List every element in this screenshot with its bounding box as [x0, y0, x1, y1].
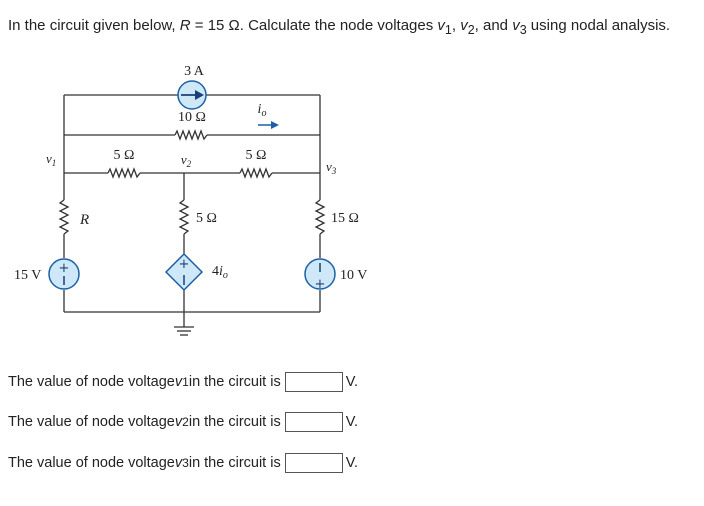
- q2-post: in the circuit is: [188, 414, 281, 430]
- q3-sub: 3: [182, 456, 189, 470]
- label-io: io: [258, 102, 267, 119]
- q1-unit: V.: [345, 374, 359, 390]
- q2-var: v: [174, 414, 183, 430]
- prompt-v1: v: [437, 17, 445, 34]
- label-r: R: [79, 212, 89, 228]
- svg-text:+: +: [315, 277, 326, 292]
- label-io-var: i: [258, 102, 262, 117]
- label-node2-sub: 2: [187, 159, 192, 169]
- label-10v: 10 V: [340, 268, 367, 283]
- voltage-source-10v-icon: +: [304, 258, 336, 292]
- label-dep-src: 4io: [212, 264, 228, 281]
- q2-pre: The value of node voltage: [8, 414, 175, 430]
- prompt-v2-sub: 2: [467, 23, 475, 37]
- label-15v: 15 V: [14, 268, 41, 283]
- label-node3-sub: 3: [331, 166, 337, 176]
- label-node1: v1: [46, 151, 56, 168]
- label-r-top: 10 Ω: [178, 110, 206, 125]
- q2-sub: 2: [182, 415, 189, 429]
- label-dep-src-coef: 4: [212, 264, 219, 279]
- q1-pre: The value of node voltage: [8, 374, 175, 390]
- q3-var: v: [174, 455, 183, 471]
- label-dep-src-sub: o: [223, 270, 228, 281]
- prompt-sep1: ,: [451, 17, 461, 34]
- answer-input-v3[interactable]: [284, 453, 343, 473]
- label-dep-src-var: i: [219, 264, 223, 279]
- q1-post: in the circuit is: [188, 374, 281, 390]
- label-node3: v3: [326, 159, 337, 176]
- svg-text:+: +: [179, 257, 190, 272]
- label-io-sub: o: [261, 108, 266, 119]
- io-arrow-icon: [258, 121, 279, 129]
- prompt-suffix: using nodal analysis.: [526, 17, 671, 34]
- q3-pre: The value of node voltage: [8, 455, 175, 471]
- prompt-r-symbol: R: [179, 17, 191, 34]
- prompt-v3-sub: 3: [519, 23, 527, 37]
- prompt-v1-sub: 1: [444, 23, 452, 37]
- prompt-v3: v: [512, 17, 520, 34]
- label-node1-var: v: [46, 151, 52, 166]
- dependent-source-icon: +: [164, 252, 204, 292]
- prompt-v2: v: [460, 17, 468, 34]
- label-node1-sub: 1: [52, 158, 57, 168]
- label-r-left: 5 Ω: [114, 148, 135, 163]
- q3-unit: V.: [345, 455, 359, 471]
- svg-text:+: +: [59, 261, 70, 276]
- label-node2: v2: [181, 152, 192, 169]
- answer-input-v2[interactable]: [284, 412, 343, 432]
- prompt-eq: = 15 Ω. Calculate the node voltages: [190, 17, 438, 34]
- label-r-mid: 5 Ω: [196, 211, 217, 226]
- q1-sub: 1: [182, 375, 189, 389]
- voltage-source-15v-icon: +: [48, 258, 80, 290]
- prompt-prefix: In the circuit given below,: [8, 17, 180, 34]
- q3-post: in the circuit is: [188, 455, 281, 471]
- label-current-source: 3 A: [184, 64, 205, 79]
- current-source-icon: [177, 80, 207, 110]
- prompt-sep2: , and: [474, 17, 513, 34]
- q1-var: v: [174, 374, 183, 390]
- label-node2-var: v: [181, 152, 187, 167]
- q2-unit: V.: [345, 414, 359, 430]
- label-r-15: 15 Ω: [331, 211, 359, 226]
- answer-input-v1[interactable]: [284, 372, 343, 392]
- label-node3-var: v: [326, 159, 332, 174]
- problem-statement: In the circuit given below, R = 15 Ω. Ca…: [8, 17, 670, 37]
- label-r-right: 5 Ω: [246, 148, 267, 163]
